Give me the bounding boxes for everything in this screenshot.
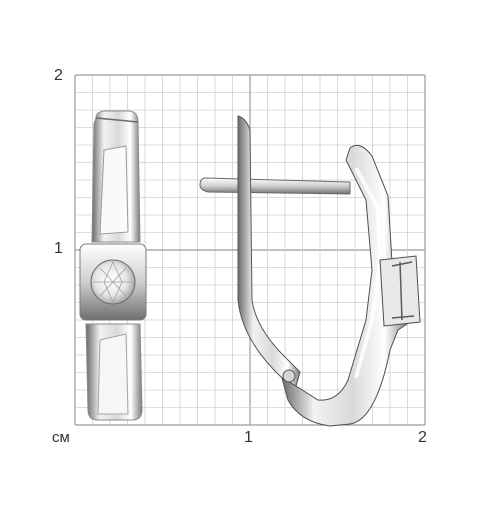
earring-front-view [79, 110, 147, 421]
hinge-rivet-icon [282, 369, 296, 383]
scale-label-x-2: 2 [418, 429, 427, 446]
scale-label-y-2: 2 [54, 67, 63, 84]
scale-label-x-1: 1 [244, 429, 253, 446]
scale-unit-label: см [52, 429, 70, 446]
earring-side-view [199, 115, 421, 427]
scale-label-y-1: 1 [54, 240, 63, 257]
